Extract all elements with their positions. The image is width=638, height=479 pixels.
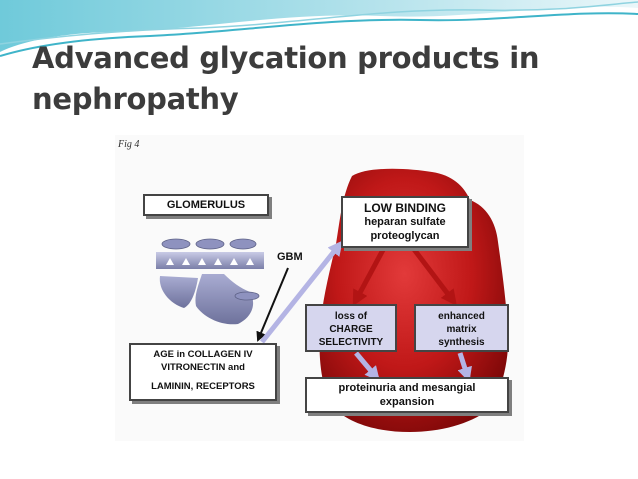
loss-line-3: SELECTIVITY	[318, 337, 384, 348]
slide-title-line-1: Advanced glycation products in	[32, 41, 540, 75]
age-line-3: LAMININ, RECEPTORS	[151, 381, 255, 392]
low-binding-line-3: proteoglycan	[370, 230, 440, 242]
age-line-1: AGE in COLLAGEN IV	[153, 349, 253, 360]
arrow-age-to-binding	[260, 240, 343, 344]
slide-title-line-2: nephropathy	[32, 82, 239, 116]
age-collagen-box: AGE in COLLAGEN IV VITRONECTIN and LAMIN…	[129, 343, 277, 401]
arrow-loss-to-outcome	[354, 351, 380, 382]
outcome-line-2: expansion	[379, 396, 435, 408]
enhanced-line-2: matrix	[446, 324, 477, 335]
low-binding-box: LOW BINDING heparan sulfate proteoglycan	[341, 196, 469, 248]
outcome-line-1: proteinuria and mesangial	[338, 382, 476, 394]
low-binding-line-1: LOW BINDING	[364, 201, 446, 215]
header-wave-decoration	[0, 0, 638, 57]
slide-title: Advanced glycation products in nephropat…	[32, 38, 612, 120]
arrow-binding-to-loss	[352, 246, 387, 307]
gbm-label: GBM	[277, 251, 303, 263]
loss-line-1: loss of	[334, 311, 368, 322]
loss-of-charge-box: loss of CHARGE SELECTIVITY	[305, 304, 397, 352]
gbm-pointer-arrow	[256, 267, 289, 342]
glomerulus-box: GLOMERULUS	[143, 194, 269, 216]
arrow-enhanced-to-outcome	[457, 352, 472, 383]
loss-line-2: CHARGE	[329, 324, 373, 335]
low-binding-line-2: heparan sulfate	[364, 216, 446, 228]
arrow-binding-to-enhanced	[411, 246, 457, 306]
glomerulus-label: GLOMERULUS	[166, 199, 246, 211]
age-line-2: VITRONECTIN and	[161, 362, 245, 373]
figure-label: Fig 4	[118, 139, 140, 150]
enhanced-line-1: enhanced	[438, 311, 485, 322]
outcome-box: proteinuria and mesangial expansion	[305, 377, 509, 413]
enhanced-matrix-box: enhanced matrix synthesis	[414, 304, 509, 352]
enhanced-line-3: synthesis	[438, 337, 485, 348]
glomerulus-illustration	[156, 238, 264, 325]
